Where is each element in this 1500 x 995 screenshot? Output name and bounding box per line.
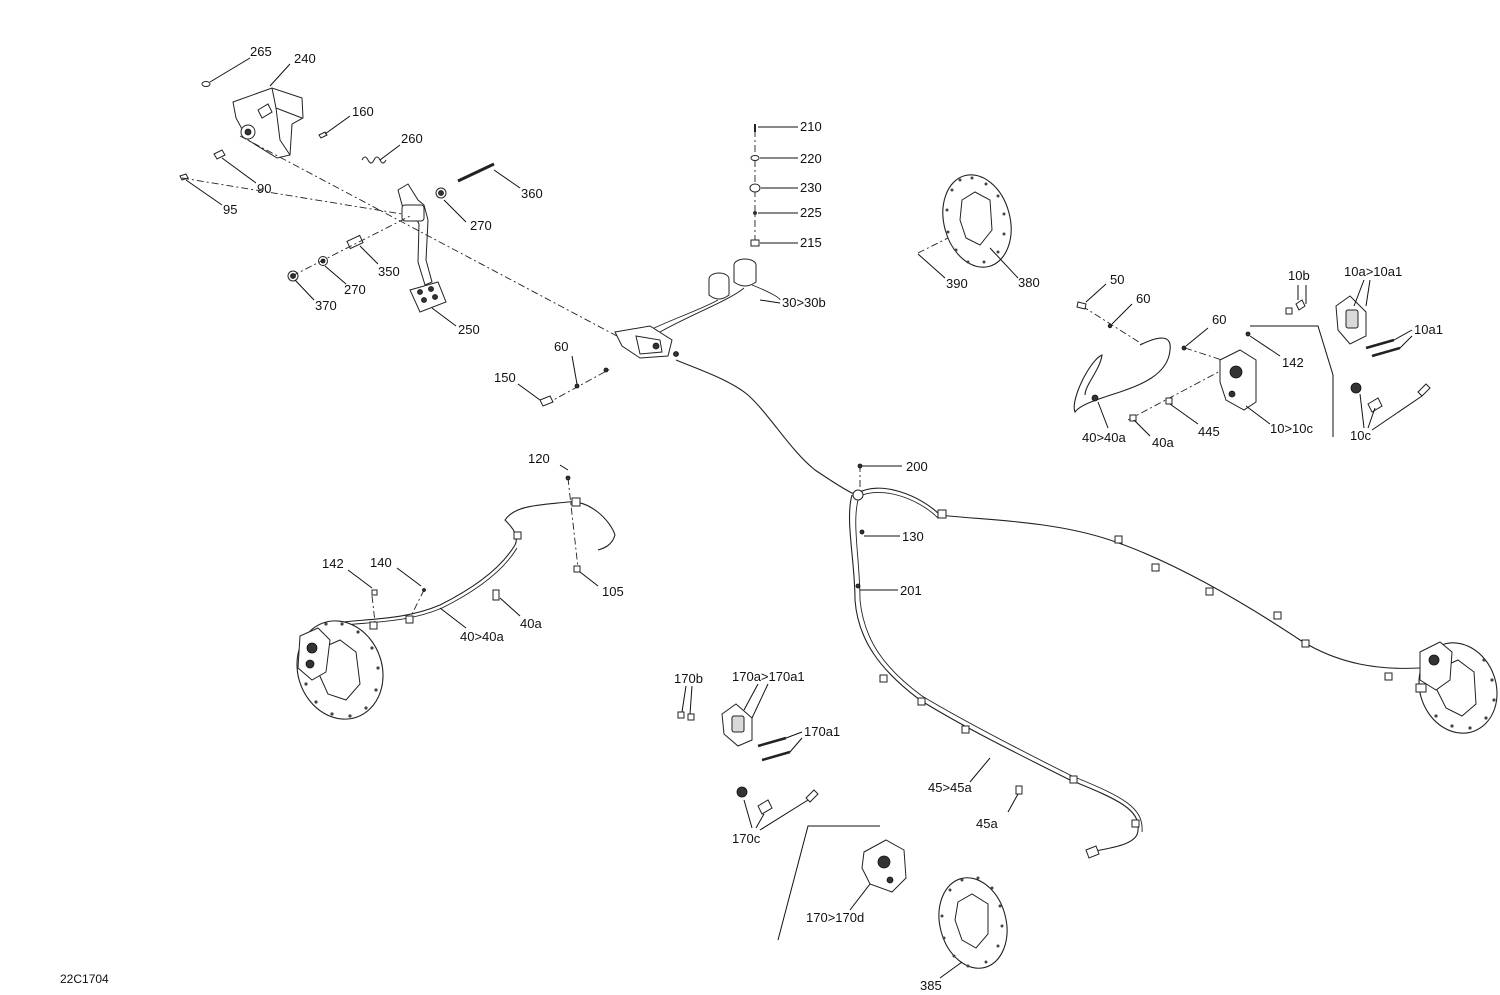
pad-kit-rear [677, 703, 819, 815]
figure-id: 22C1704 [60, 972, 109, 986]
callout-170-170d: 170>170d [806, 910, 864, 925]
callout-40a-right: 40a [1152, 435, 1174, 450]
callout-142-left: 142 [322, 556, 344, 571]
callout-170a1: 170a1 [804, 724, 840, 739]
reservoir-hardware [539, 124, 761, 407]
callout-105: 105 [602, 584, 624, 599]
callout-130: 130 [902, 529, 924, 544]
brake-lines [319, 337, 1421, 859]
callout-270-lower: 270 [344, 282, 366, 297]
callout-350: 350 [378, 264, 400, 279]
callout-45a: 45a [976, 816, 998, 831]
callout-220: 220 [800, 151, 822, 166]
master-cylinder [614, 258, 781, 359]
callout-265: 265 [250, 44, 272, 59]
callout-60-left: 60 [554, 339, 568, 354]
callout-385: 385 [920, 978, 942, 993]
hardware-small-parts [179, 81, 495, 282]
callout-95: 95 [223, 202, 237, 217]
callout-390: 390 [946, 276, 968, 291]
callout-370: 370 [315, 298, 337, 313]
pedal-bracket [232, 87, 304, 159]
rotor-front-right-top [942, 174, 1012, 268]
callout-201: 201 [900, 583, 922, 598]
callout-120: 120 [528, 451, 550, 466]
line-fasteners [371, 301, 1251, 795]
callout-90: 90 [257, 181, 271, 196]
callout-170c: 170c [732, 831, 761, 846]
callout-230: 230 [800, 180, 822, 195]
callout-380: 380 [1018, 275, 1040, 290]
callout-10-10c: 10>10c [1270, 421, 1314, 436]
callout-60-right-b: 60 [1212, 312, 1226, 327]
caliper-rear [861, 839, 907, 893]
callout-140: 140 [370, 555, 392, 570]
caliper-front-right [1415, 641, 1453, 693]
callout-labels: 265 240 160 260 90 95 360 270 350 270 37… [60, 44, 1443, 993]
callout-445: 445 [1198, 424, 1220, 439]
callout-50: 50 [1110, 272, 1124, 287]
callout-10a1: 10a1 [1414, 322, 1443, 337]
callout-10a-10a1: 10a>10a1 [1344, 264, 1402, 279]
callout-45-45a: 45>45a [928, 780, 973, 795]
callout-170b: 170b [674, 671, 703, 686]
callout-240: 240 [294, 51, 316, 66]
caliper-front-left [297, 627, 331, 681]
pad-kit-front [1285, 295, 1431, 413]
brake-pedal [397, 183, 447, 313]
callout-40-40a-left: 40>40a [460, 629, 505, 644]
callout-215: 215 [800, 235, 822, 250]
callout-40-40a-right: 40>40a [1082, 430, 1127, 445]
callout-160: 160 [352, 104, 374, 119]
callout-10c: 10c [1350, 428, 1371, 443]
callout-30-30b: 30>30b [782, 295, 826, 310]
callout-10b: 10b [1288, 268, 1310, 283]
callout-40a-left: 40a [520, 616, 542, 631]
callout-270-upper: 270 [470, 218, 492, 233]
callout-150: 150 [494, 370, 516, 385]
callout-200: 200 [906, 459, 928, 474]
caliper-right-exploded [1219, 349, 1257, 411]
callout-210: 210 [800, 119, 822, 134]
callout-360: 360 [521, 186, 543, 201]
callout-260: 260 [401, 131, 423, 146]
leader-lines [185, 57, 1423, 979]
rotor-rear [938, 876, 1008, 969]
callout-170a-170a1: 170a>170a1 [732, 669, 805, 684]
callout-225: 225 [800, 205, 822, 220]
callout-142-right: 142 [1282, 355, 1304, 370]
callout-250: 250 [458, 322, 480, 337]
callout-60-right-a: 60 [1136, 291, 1150, 306]
